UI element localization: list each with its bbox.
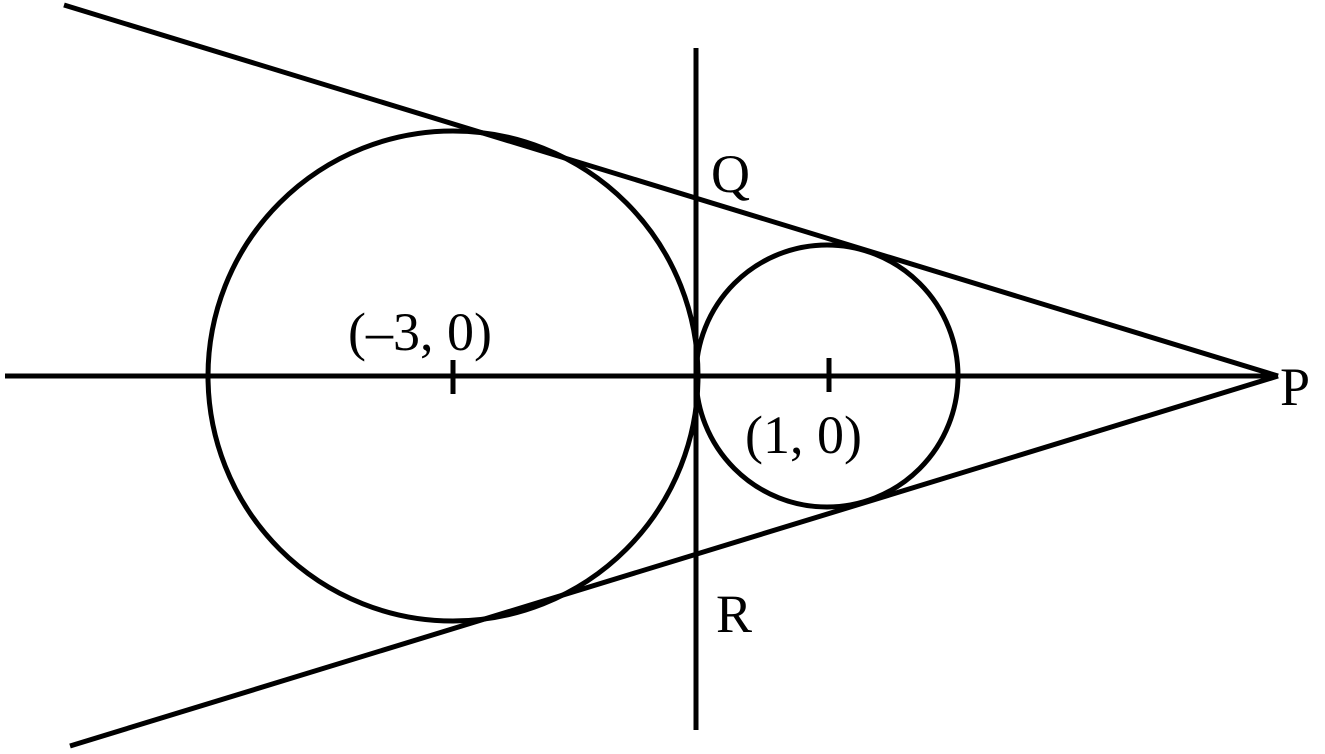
center-small-label: (1, 0) bbox=[745, 405, 862, 465]
small-circle bbox=[693, 242, 961, 510]
lower-tangent-line bbox=[69, 373, 1279, 749]
center-large-label: (–3, 0) bbox=[348, 302, 492, 362]
upper-tangent-line bbox=[63, 2, 1279, 379]
point-p-label: P bbox=[1280, 357, 1310, 417]
point-r-label: R bbox=[716, 584, 752, 644]
point-q-label: Q bbox=[711, 144, 750, 204]
